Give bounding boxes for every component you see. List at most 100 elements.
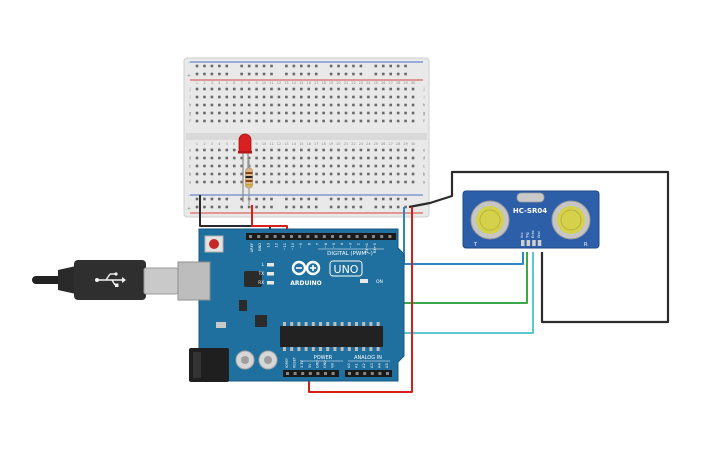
terminal-hole[interactable]: [314, 164, 318, 168]
terminal-hole[interactable]: [396, 148, 400, 152]
rail-hole[interactable]: [255, 72, 258, 76]
terminal-hole[interactable]: [314, 103, 318, 107]
terminal-hole[interactable]: [381, 95, 385, 99]
rail-hole[interactable]: [210, 205, 214, 209]
terminal-hole[interactable]: [322, 172, 325, 176]
terminal-hole[interactable]: [359, 87, 363, 91]
terminal-hole[interactable]: [389, 172, 392, 176]
terminal-hole[interactable]: [225, 180, 229, 184]
sensor-pin[interactable]: [537, 240, 542, 246]
terminal-hole[interactable]: [225, 164, 229, 168]
terminal-hole[interactable]: [203, 164, 206, 168]
rail-hole[interactable]: [352, 72, 355, 76]
terminal-hole[interactable]: [359, 156, 363, 160]
rail-hole[interactable]: [195, 72, 199, 76]
terminal-hole[interactable]: [262, 103, 266, 107]
rail-hole[interactable]: [203, 64, 206, 68]
terminal-hole[interactable]: [210, 180, 214, 184]
terminal-hole[interactable]: [411, 148, 415, 152]
rail-hole[interactable]: [352, 205, 355, 209]
terminal-hole[interactable]: [404, 87, 407, 91]
terminal-hole[interactable]: [337, 95, 340, 99]
terminal-hole[interactable]: [218, 87, 221, 91]
terminal-hole[interactable]: [300, 164, 303, 168]
rail-hole[interactable]: [300, 64, 303, 68]
terminal-hole[interactable]: [329, 87, 333, 91]
terminal-hole[interactable]: [314, 148, 318, 152]
terminal-hole[interactable]: [292, 172, 296, 176]
header-pin[interactable]: [347, 235, 351, 238]
terminal-hole[interactable]: [411, 95, 415, 99]
terminal-hole[interactable]: [307, 103, 311, 107]
rail-hole[interactable]: [404, 72, 407, 76]
terminal-hole[interactable]: [404, 111, 407, 115]
terminal-hole[interactable]: [240, 111, 243, 115]
rail-hole[interactable]: [262, 64, 266, 68]
rail-hole[interactable]: [262, 205, 266, 209]
rail-hole[interactable]: [374, 64, 378, 68]
terminal-hole[interactable]: [344, 172, 348, 176]
terminal-hole[interactable]: [300, 95, 303, 99]
rail-hole[interactable]: [404, 205, 407, 209]
rail-hole[interactable]: [329, 197, 333, 201]
rail-hole[interactable]: [307, 64, 311, 68]
terminal-hole[interactable]: [329, 119, 333, 123]
rail-hole[interactable]: [270, 72, 273, 76]
rail-hole[interactable]: [240, 197, 243, 201]
terminal-hole[interactable]: [389, 156, 392, 160]
terminal-hole[interactable]: [337, 119, 340, 123]
terminal-hole[interactable]: [337, 180, 340, 184]
terminal-hole[interactable]: [344, 180, 348, 184]
terminal-hole[interactable]: [396, 172, 400, 176]
terminal-hole[interactable]: [389, 95, 392, 99]
terminal-hole[interactable]: [255, 95, 258, 99]
rail-hole[interactable]: [404, 64, 407, 68]
terminal-hole[interactable]: [232, 119, 236, 123]
terminal-hole[interactable]: [270, 95, 273, 99]
terminal-hole[interactable]: [396, 95, 400, 99]
terminal-hole[interactable]: [404, 103, 407, 107]
terminal-hole[interactable]: [381, 87, 385, 91]
terminal-hole[interactable]: [262, 95, 266, 99]
rail-hole[interactable]: [344, 197, 348, 201]
rail-hole[interactable]: [396, 72, 400, 76]
terminal-hole[interactable]: [374, 119, 378, 123]
terminal-hole[interactable]: [389, 87, 392, 91]
terminal-hole[interactable]: [404, 156, 407, 160]
rail-hole[interactable]: [270, 197, 273, 201]
breadboard[interactable]: jjiihhggffeeddccbbaa11223344556677889910…: [183, 57, 430, 218]
rail-hole[interactable]: [307, 205, 311, 209]
terminal-hole[interactable]: [307, 156, 311, 160]
power-pin[interactable]: [324, 372, 327, 375]
wire-5v[interactable]: [308, 207, 413, 393]
rail-hole[interactable]: [344, 64, 348, 68]
sensor-pin[interactable]: [532, 240, 536, 246]
rail-hole[interactable]: [337, 64, 340, 68]
rail-hole[interactable]: [396, 197, 400, 201]
terminal-hole[interactable]: [381, 180, 385, 184]
terminal-hole[interactable]: [195, 180, 199, 184]
terminal-hole[interactable]: [232, 156, 236, 160]
terminal-hole[interactable]: [300, 119, 303, 123]
terminal-hole[interactable]: [225, 119, 229, 123]
terminal-hole[interactable]: [367, 164, 370, 168]
terminal-hole[interactable]: [300, 111, 303, 115]
terminal-hole[interactable]: [210, 111, 214, 115]
terminal-hole[interactable]: [232, 164, 236, 168]
red-led[interactable]: [238, 133, 252, 153]
terminal-hole[interactable]: [359, 119, 363, 123]
rail-hole[interactable]: [270, 64, 273, 68]
header-pin[interactable]: [372, 235, 375, 238]
terminal-hole[interactable]: [285, 119, 288, 123]
terminal-hole[interactable]: [367, 103, 370, 107]
rail-hole[interactable]: [225, 197, 229, 201]
power-pin[interactable]: [301, 372, 305, 375]
terminal-hole[interactable]: [195, 119, 199, 123]
reset-button-cap[interactable]: [209, 239, 219, 249]
terminal-hole[interactable]: [359, 164, 363, 168]
analog-pin[interactable]: [363, 372, 367, 375]
terminal-hole[interactable]: [396, 103, 400, 107]
terminal-hole[interactable]: [270, 119, 273, 123]
terminal-hole[interactable]: [232, 87, 236, 91]
